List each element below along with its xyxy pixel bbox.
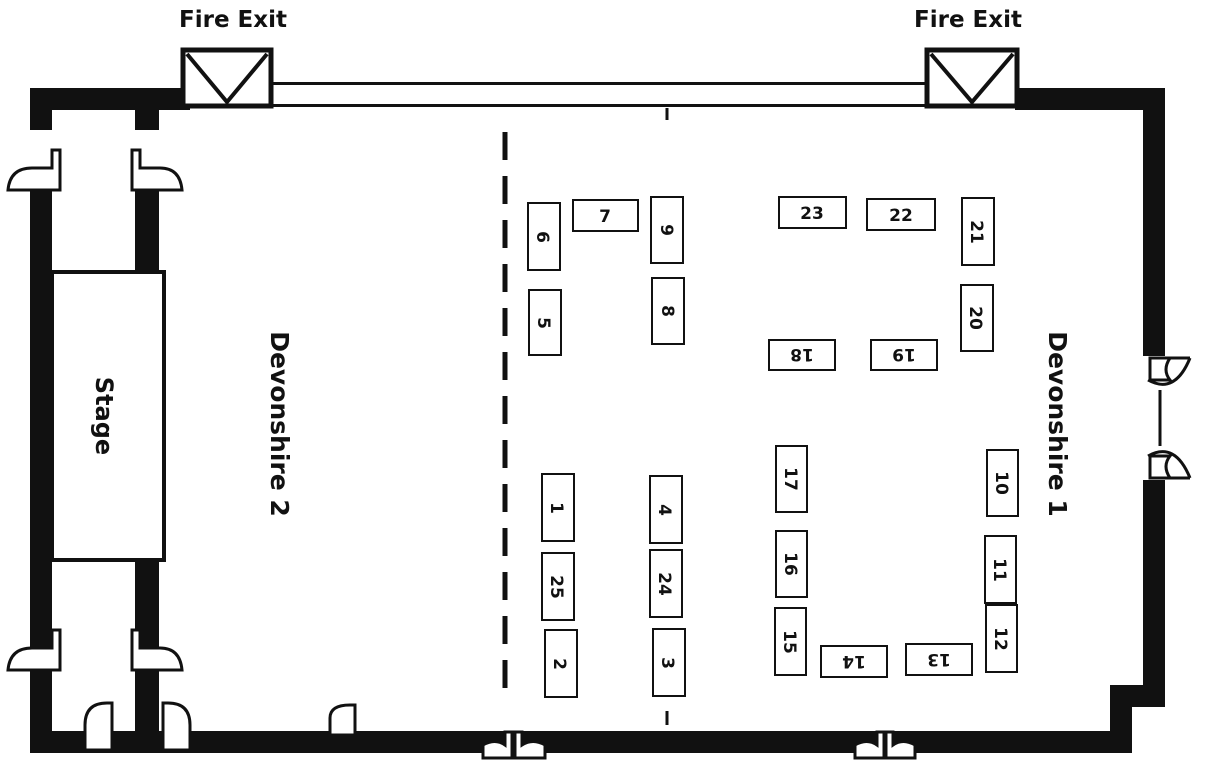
fire-exit-left[interactable]: Fire Exit xyxy=(179,7,287,109)
svg-text:9: 9 xyxy=(656,224,676,236)
room-label-devonshire-2: Devonshire 2 xyxy=(265,331,294,517)
svg-text:13: 13 xyxy=(927,649,951,669)
svg-text:21: 21 xyxy=(966,220,986,244)
fire-exit-right[interactable]: Fire Exit xyxy=(914,7,1022,109)
svg-text:6: 6 xyxy=(532,231,552,243)
table-22[interactable]: 22 xyxy=(866,198,936,231)
table-6[interactable]: 6 xyxy=(527,202,561,271)
stage-label: Stage xyxy=(90,377,118,455)
svg-text:15: 15 xyxy=(779,630,799,654)
svg-text:23: 23 xyxy=(800,204,824,224)
table-18[interactable]: 18 xyxy=(768,339,836,371)
stage: Stage xyxy=(50,270,166,562)
table-5[interactable]: 5 xyxy=(528,289,562,356)
table-25[interactable]: 25 xyxy=(541,552,575,621)
table-10[interactable]: 10 xyxy=(986,449,1019,517)
svg-text:4: 4 xyxy=(654,504,674,516)
table-17[interactable]: 17 xyxy=(775,445,808,513)
svg-text:20: 20 xyxy=(965,306,985,330)
table-24[interactable]: 24 xyxy=(649,549,683,618)
table-19[interactable]: 19 xyxy=(870,339,938,371)
table-13[interactable]: 13 xyxy=(905,643,973,676)
svg-text:19: 19 xyxy=(892,344,916,364)
svg-text:16: 16 xyxy=(780,552,800,576)
svg-text:18: 18 xyxy=(790,344,814,364)
fire-exit-right-label: Fire Exit xyxy=(914,7,1022,33)
table-1[interactable]: 1 xyxy=(541,473,575,542)
table-23[interactable]: 23 xyxy=(778,196,847,229)
table-11[interactable]: 11 xyxy=(984,535,1017,604)
table-16[interactable]: 16 xyxy=(775,530,808,598)
svg-text:2: 2 xyxy=(549,658,569,670)
table-4[interactable]: 4 xyxy=(649,475,683,544)
svg-text:11: 11 xyxy=(989,558,1009,582)
svg-text:10: 10 xyxy=(991,471,1011,495)
svg-text:5: 5 xyxy=(533,317,553,329)
table-14[interactable]: 14 xyxy=(820,645,888,678)
table-3[interactable]: 3 xyxy=(652,628,686,697)
table-20[interactable]: 20 xyxy=(960,284,994,352)
svg-text:8: 8 xyxy=(657,305,677,317)
svg-text:3: 3 xyxy=(657,657,677,669)
svg-text:25: 25 xyxy=(546,575,566,599)
svg-text:1: 1 xyxy=(546,502,566,514)
table-2[interactable]: 2 xyxy=(544,629,578,698)
svg-text:17: 17 xyxy=(780,467,800,491)
svg-text:7: 7 xyxy=(599,207,611,227)
table-21[interactable]: 21 xyxy=(961,197,995,266)
table-12[interactable]: 12 xyxy=(985,604,1018,673)
svg-text:22: 22 xyxy=(889,206,913,226)
fire-exit-left-label: Fire Exit xyxy=(179,7,287,33)
doors xyxy=(6,130,1192,760)
table-9[interactable]: 9 xyxy=(650,196,684,264)
table-8[interactable]: 8 xyxy=(651,277,685,345)
table-15[interactable]: 15 xyxy=(774,607,807,676)
room-label-devonshire-1: Devonshire 1 xyxy=(1043,331,1072,517)
svg-text:12: 12 xyxy=(990,627,1010,651)
svg-text:24: 24 xyxy=(654,572,674,596)
table-7[interactable]: 7 xyxy=(572,199,639,232)
outer-walls xyxy=(30,82,1165,753)
tables: 6 7 9 5 8 23 22 21 20 18 19 1 4 25 24 2 … xyxy=(527,196,1019,698)
svg-text:14: 14 xyxy=(842,651,866,671)
